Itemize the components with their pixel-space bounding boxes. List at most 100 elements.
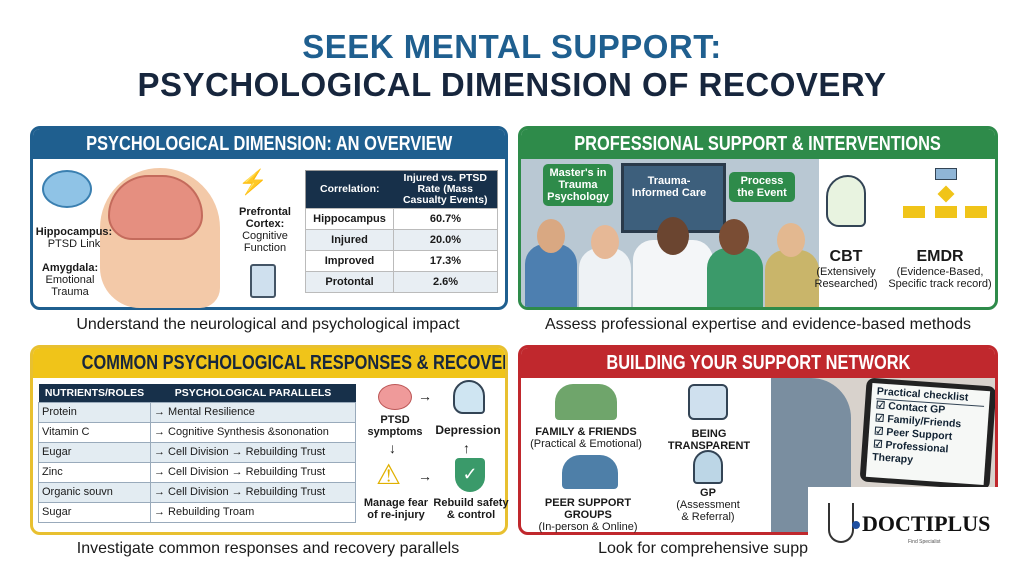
table-header: Injured vs. PTSD Rate (Mass Casualty Eve… <box>393 170 498 209</box>
network-header-bar: BUILDING YOUR SUPPORT NETWORK <box>521 348 995 378</box>
table-row: Protein→ Mental Resilience <box>38 401 356 423</box>
overview-caption: Understand the neurological and psycholo… <box>76 316 460 333</box>
cell: 20.0% <box>393 229 498 251</box>
arrow-icon: → <box>418 388 432 404</box>
table-row: Zinc→ Cell Division → Rebuilding Trust <box>38 461 356 483</box>
bubble-process: Process the Event <box>729 172 795 202</box>
pfc-label: Prefrontal Cortex: <box>239 206 291 230</box>
gp-sub: (Assessment & Referral) <box>676 499 740 523</box>
doctor-icon <box>693 450 723 484</box>
professional-caption: Assess professional expertise and eviden… <box>544 316 972 333</box>
overview-header-bar: PSYCHOLOGICAL DIMENSION: AN OVERVIEW <box>33 129 505 159</box>
peer-group-icon <box>562 455 618 489</box>
family-sub: (Practical & Emotional) <box>530 438 642 450</box>
screen <box>621 163 726 233</box>
staff-head <box>719 219 749 255</box>
cell: Vitamin C <box>38 421 151 443</box>
cbt-label: CBT <box>829 248 863 265</box>
ptsd-label: PTSD symptoms <box>367 414 423 438</box>
overview-table: Correlation:Injured vs. PTSD Rate (Mass … <box>305 170 498 293</box>
responses-caption: Investigate common responses and recover… <box>76 540 460 557</box>
bubble-trauma-informed: Trauma-Informed Care <box>631 175 707 199</box>
gp-title: GP <box>700 487 716 499</box>
fear-label: Manage fear of re-injury <box>363 497 429 521</box>
staff-head <box>777 223 805 257</box>
family-icon <box>555 384 617 420</box>
family-title: FAMILY & FRIENDS <box>535 426 637 438</box>
table-header: NUTRIENTS/ROLES <box>38 384 151 402</box>
table-header: Correlation: <box>305 170 394 209</box>
brain-icon <box>42 170 92 208</box>
cell: Improved <box>305 250 394 272</box>
hippocampus-sub: PTSD Link <box>47 238 101 250</box>
cell: Zinc <box>38 461 151 483</box>
tablet-screen: Practical checklist ☑ Contact GP ☑ Famil… <box>865 382 991 486</box>
brain-illustration <box>108 175 203 240</box>
table-row: Sugar→ Rebuilding Troam <box>38 501 356 523</box>
cell: → Cell Division → Rebuilding Trust <box>150 441 356 463</box>
pfc-callout: Prefrontal Cortex:Cognitive Function <box>232 206 298 254</box>
cell: Injured <box>305 229 394 251</box>
staff-head <box>657 217 689 255</box>
chat-phone-icon <box>688 384 728 420</box>
cell: → Mental Resilience <box>150 401 356 423</box>
cell: Protein <box>38 401 151 423</box>
responses-header: COMMON PSYCHOLOGICAL RESPONSES & RECOVER… <box>81 352 508 374</box>
emdr-label: EMDR <box>916 248 964 265</box>
staff-person <box>707 248 763 307</box>
cell: 17.3% <box>393 250 498 272</box>
professional-header: PROFESSIONAL SUPPORT & INTERVENTIONS <box>574 133 942 155</box>
peer-block: PEER SUPPORT GROUPS(In-person & Online) <box>522 497 654 533</box>
staff-person <box>765 250 819 307</box>
cell: Eugar <box>38 441 151 463</box>
bubble-masters: Master's in Trauma Psychology <box>543 164 613 206</box>
cbt-head-icon <box>826 175 866 227</box>
title-line-2: PSYCHOLOGICAL DIMENSION OF RECOVERY <box>137 66 887 103</box>
cell: → Cell Division → Rebuilding Trust <box>150 481 356 503</box>
amygdala-callout: Amygdala:Emotional Trauma <box>40 262 100 298</box>
staff-head <box>591 225 619 259</box>
cbt-block: CBT(Extensively Researched) <box>810 248 882 290</box>
lightning-icon: ⚡ <box>238 169 268 196</box>
logo-name: DOCTIPLUS <box>862 511 991 536</box>
cell: 2.6% <box>393 271 498 293</box>
cell: 60.7% <box>393 208 498 230</box>
amygdala-sub: Emotional Trauma <box>45 274 95 298</box>
cell: Protontal <box>305 271 394 293</box>
cbt-desc: (Extensively Researched) <box>814 266 878 290</box>
hippocampus-label: Hippocampus: <box>35 226 113 238</box>
arrow-down-icon: ↓ <box>389 440 396 456</box>
depression-label: Depression <box>435 423 501 437</box>
responses-header-bar: COMMON PSYCHOLOGICAL RESPONSES & RECOVER… <box>33 348 505 378</box>
table-row: Eugar→ Cell Division → Rebuilding Trust <box>38 441 356 463</box>
emdr-desc: (Evidence-Based, Specific track record) <box>888 266 992 290</box>
network-caption: Look for comprehensive supp <box>598 540 808 557</box>
doctiplus-logo: DOCTIPLUS Find Specialist <box>808 487 1000 572</box>
cell: → Cell Division → Rebuilding Trust <box>150 461 356 483</box>
head-icon <box>453 380 485 414</box>
warning-icon: ⚠ <box>376 459 402 490</box>
transparent-title: BEING TRANSPARENT <box>667 428 751 452</box>
title-line-1: SEEK MENTAL SUPPORT: <box>302 28 722 65</box>
arrow-up-icon: ↑ <box>463 440 470 456</box>
clipboard-icon <box>250 264 276 298</box>
professional-header-bar: PROFESSIONAL SUPPORT & INTERVENTIONS <box>521 129 995 159</box>
network-header: BUILDING YOUR SUPPORT NETWORK <box>605 352 911 374</box>
cell: → Cognitive Synthesis &sononation <box>150 421 356 443</box>
table-header: PSYCHOLOGICAL PARALLELS <box>150 384 356 402</box>
arrow-icon: → <box>418 468 432 484</box>
shield-check-icon: ✓ <box>455 458 485 492</box>
pfc-sub: Cognitive Function <box>242 230 288 254</box>
cell: Hippocampus <box>305 208 394 230</box>
cell: Sugar <box>38 501 151 523</box>
table-row: Organic souvn→ Cell Division → Rebuildin… <box>38 481 356 503</box>
emdr-flowchart-icon <box>903 168 993 228</box>
logo-tagline: Find Specialist <box>908 539 941 545</box>
safety-label: Rebuild safety & control <box>433 497 509 521</box>
hippocampus-callout: Hippocampus:PTSD Link <box>34 226 114 250</box>
staff-head <box>537 219 565 253</box>
cell: Organic souvn <box>38 481 151 503</box>
peer-sub: (In-person & Online) <box>538 521 638 533</box>
